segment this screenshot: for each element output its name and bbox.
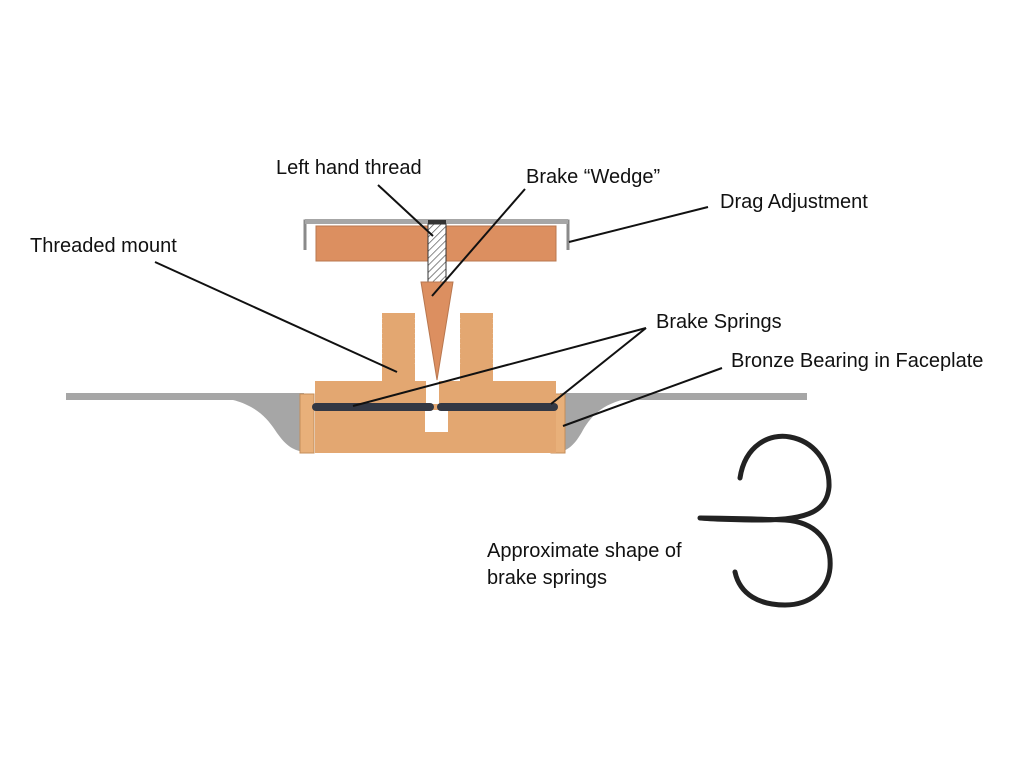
- label-bronze-bearing: Bronze Bearing in Faceplate: [731, 350, 984, 372]
- label-left-hand-thread: Left hand thread: [276, 157, 422, 179]
- leader-brake-springs-right: [550, 327, 647, 405]
- leader-left-hand-thread: [377, 184, 434, 237]
- bearing-left-edge: [299, 393, 315, 454]
- leader-brake-wedge: [431, 188, 526, 297]
- faceplate-right-plate: [560, 393, 807, 400]
- brake-springs: [312, 403, 558, 411]
- brake-spring-right: [437, 403, 558, 411]
- left-hand-thread-screw: [427, 220, 447, 283]
- faceplate: [66, 393, 807, 452]
- label-approx-line-1: Approximate shape of: [487, 540, 682, 562]
- leader-lines: [154, 184, 723, 427]
- thread-notches-left: [378, 317, 419, 365]
- label-drag-adjustment: Drag Adjustment: [720, 191, 868, 213]
- mount-body: [315, 313, 556, 453]
- brake-spring-left: [312, 403, 434, 411]
- label-approx-line-2: brake springs: [487, 567, 608, 589]
- faceplate-left-flare: [215, 397, 304, 452]
- label-approximate-shape: Approximate shape of brake springs: [487, 538, 682, 592]
- label-brake-wedge: Brake “Wedge”: [526, 166, 661, 188]
- leader-drag-adjustment: [568, 206, 709, 243]
- faceplate-right-flare: [560, 397, 640, 452]
- leader-bronze-bearing: [562, 367, 723, 427]
- label-brake-springs: Brake Springs: [656, 311, 782, 333]
- threaded-mount: [315, 313, 556, 453]
- spring-shape-illustration: [697, 433, 833, 608]
- screw-head: [428, 220, 446, 225]
- label-threaded-mount: Threaded mount: [30, 235, 177, 257]
- brake-wedge: [420, 281, 454, 381]
- leader-threaded-mount: [154, 261, 398, 373]
- leader-brake-springs-left: [352, 327, 647, 407]
- thread-notches-right: [456, 317, 497, 365]
- faceplate-left-plate: [66, 393, 304, 400]
